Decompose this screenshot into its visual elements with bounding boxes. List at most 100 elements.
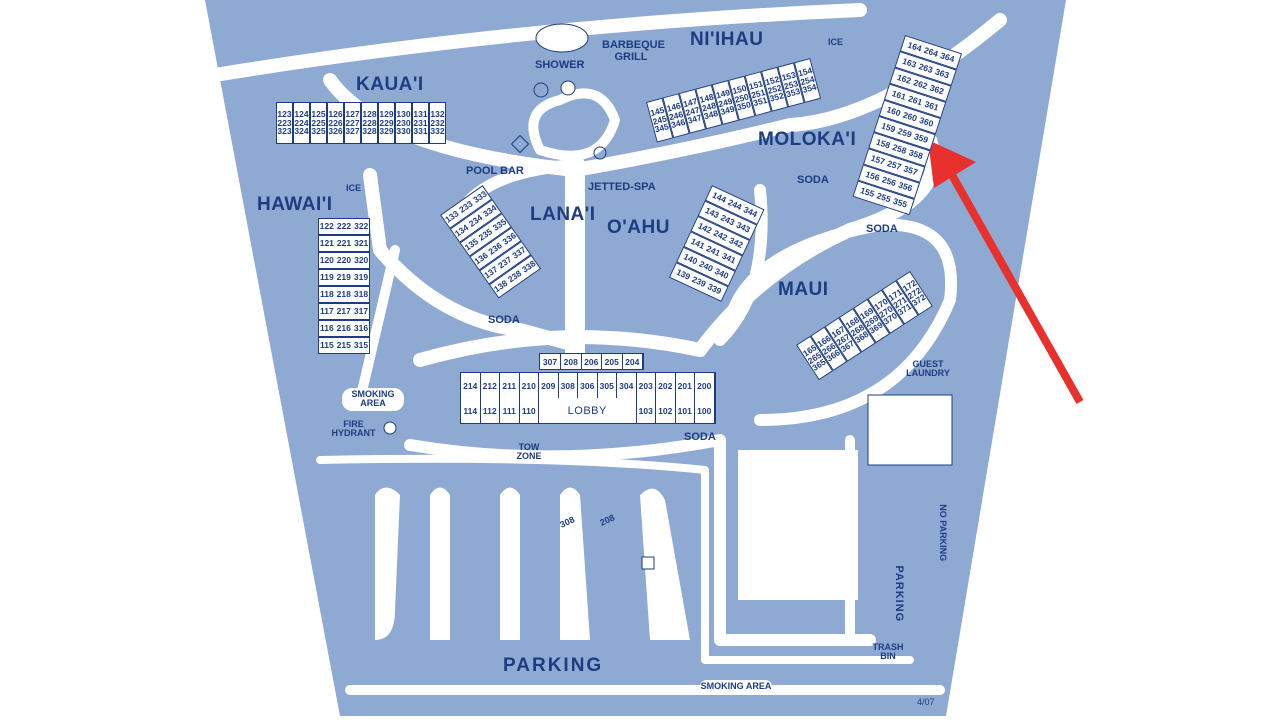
- unit-number: 158: [874, 136, 892, 151]
- jetted-spa-label: JETTED-SPA: [588, 181, 656, 193]
- pool-bar-icon: [510, 134, 530, 154]
- red-arrow: [928, 140, 1084, 404]
- grill-icon: [560, 80, 576, 96]
- soda-label-lanai: SODA: [488, 314, 520, 326]
- parking-right-label: PARKING: [893, 565, 906, 623]
- unit-number: 215: [336, 340, 351, 351]
- smoking-area-bottom: SMOKING AREA: [700, 680, 772, 694]
- guest-laundry-label: GUEST LAUNDRY: [906, 359, 950, 379]
- unit-number: 244: [726, 197, 744, 213]
- unit-number: 352: [768, 90, 785, 105]
- shower-label: SHOWER: [535, 59, 585, 71]
- unit-number: 240: [697, 258, 715, 274]
- unit-number: 127: [345, 108, 360, 119]
- area-label-niihau: NI'IHAU: [690, 29, 764, 50]
- unit-number: 349: [719, 103, 736, 118]
- unit-number: 361: [923, 98, 940, 113]
- unit-number: 130: [396, 108, 411, 119]
- unit-number: 161: [890, 88, 908, 103]
- unit-number: 348: [702, 108, 720, 122]
- soda-label-oahu: SODA: [797, 174, 829, 186]
- unit-number: 231: [413, 117, 428, 128]
- trash-bin-label: TRASH BIN: [872, 642, 904, 662]
- unit-number: 340: [713, 265, 731, 281]
- bbq-grill-label: BARBEQUE GRILL: [602, 39, 665, 63]
- unit-number: 353: [785, 86, 802, 100]
- lobby-unit-number: 102: [656, 398, 676, 423]
- lobby-unit-number: 100: [695, 398, 715, 423]
- shower-icon: [533, 82, 549, 98]
- lobby-unit-number: 204: [623, 354, 643, 369]
- soda-label-lobby: SODA: [684, 431, 716, 443]
- unit-number: 226: [328, 117, 343, 128]
- lobby-unit-number: 206: [582, 354, 602, 369]
- unit-number: 222: [336, 221, 352, 232]
- unit-number: 360: [918, 114, 935, 129]
- unit-number: 355: [891, 195, 909, 210]
- area-label-oahu: O'AHU: [607, 217, 670, 238]
- unit-number: 324: [294, 126, 309, 137]
- unit-number: 163: [901, 55, 918, 70]
- unit-number: 230: [396, 117, 411, 128]
- accessible-parking-icon: [641, 556, 655, 570]
- unit-number: 141: [689, 235, 707, 252]
- fire-hydrant-icon: [383, 421, 397, 435]
- shower-cloud: [535, 23, 589, 53]
- unit-number: 160: [885, 104, 902, 119]
- unit-number: 327: [345, 126, 360, 137]
- unit-number: 262: [912, 77, 929, 92]
- unit-number: 316: [353, 323, 369, 334]
- lobby-unit-number: 305: [598, 373, 617, 398]
- no-parking-label: NO PARKING: [938, 504, 949, 562]
- unit-number: 123: [277, 108, 292, 119]
- lobby-unit-number: 200: [695, 373, 715, 398]
- map-date-label: 4/07: [917, 697, 935, 707]
- unit-number: 317: [353, 306, 369, 317]
- unit-number: 228: [362, 117, 377, 128]
- guest-laundry-building: [867, 394, 953, 466]
- lobby-unit-number: 307: [540, 354, 561, 369]
- unit-number: 144: [710, 189, 728, 205]
- lobby-unit-number: 205: [602, 354, 623, 369]
- unit-number: 331: [413, 126, 428, 137]
- unit-number: 343: [734, 219, 752, 235]
- unit-number: 120: [319, 255, 334, 266]
- unit-number: 140: [682, 251, 700, 267]
- unit-number: 139: [674, 266, 692, 282]
- unit-number: 128: [362, 108, 377, 119]
- unit-number: 121: [319, 238, 334, 249]
- unit-number: 362: [928, 82, 946, 97]
- unit-number: 162: [895, 71, 913, 86]
- unit-number: 243: [719, 212, 737, 228]
- lobby-unit-number: 308: [559, 373, 578, 398]
- unit-number: 347: [686, 112, 703, 127]
- unit-number: 242: [711, 227, 730, 243]
- unit-number: 351: [752, 95, 769, 109]
- unit-number: 126: [328, 108, 343, 119]
- unit-number: 261: [906, 93, 924, 108]
- unit-number: 259: [896, 125, 914, 140]
- unit-number: 322: [354, 221, 369, 232]
- lobby-unit-number: 304: [617, 373, 637, 398]
- unit-number: 224: [294, 117, 309, 128]
- unit-number: 227: [345, 117, 360, 128]
- unit-number: 157: [869, 152, 887, 167]
- area-label-maui: MAUI: [778, 279, 829, 300]
- unit-number: 325: [311, 126, 326, 137]
- unit-number: 326: [328, 126, 343, 137]
- lobby-unit-number: 211: [500, 373, 520, 398]
